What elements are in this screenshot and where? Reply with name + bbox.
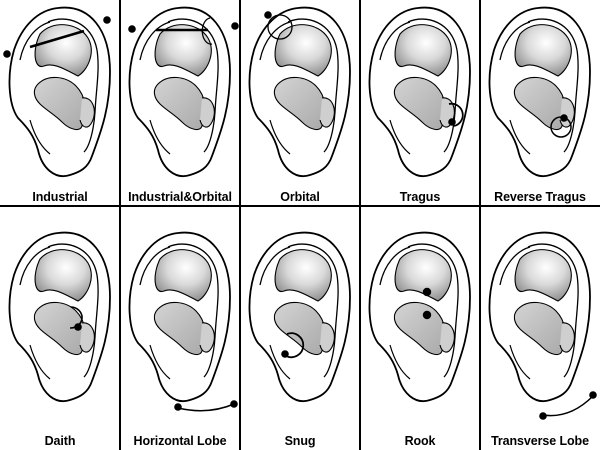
ear-horizontal-lobe-piercing-icon bbox=[128, 231, 238, 412]
ear-rook-piercing-icon bbox=[368, 231, 471, 403]
panel-label: Tragus bbox=[399, 190, 441, 204]
panel-label: Transverse Lobe bbox=[491, 434, 589, 448]
ear-orbital-piercing-icon bbox=[248, 6, 351, 178]
ear-transverse-lobe-piercing-icon bbox=[488, 231, 597, 420]
ear-industrial-orbital-piercing-icon bbox=[128, 6, 239, 178]
ear-reverse-tragus-piercing-icon bbox=[488, 6, 591, 178]
panel-transverse-lobe: Transverse Lobe bbox=[480, 225, 600, 450]
ear-daith-piercing-icon bbox=[8, 231, 111, 403]
panel-horizontal-lobe: Horizontal Lobe bbox=[120, 225, 240, 450]
ear-industrial-piercing-icon bbox=[3, 6, 111, 178]
ear-tragus-piercing-icon bbox=[368, 6, 471, 178]
panel-orbital: Orbital bbox=[240, 0, 360, 225]
panel-tragus: Tragus bbox=[360, 0, 480, 225]
panel-label: Orbital bbox=[280, 190, 320, 204]
panel-reverse-tragus: Reverse Tragus bbox=[480, 0, 600, 225]
grid-divider bbox=[119, 0, 121, 450]
panel-industrial: Industrial bbox=[0, 0, 120, 225]
panel-label: Industrial bbox=[32, 190, 88, 204]
grid-divider bbox=[479, 0, 481, 450]
grid-divider bbox=[0, 205, 600, 207]
panel-label: Horizontal Lobe bbox=[133, 434, 227, 448]
panel-label: Daith bbox=[44, 434, 76, 448]
panel-rook: Rook bbox=[360, 225, 480, 450]
panel-label: Industrial&Orbital bbox=[128, 190, 232, 204]
panel-label: Rook bbox=[404, 434, 436, 448]
grid-divider bbox=[359, 0, 361, 450]
panel-label: Snug bbox=[284, 434, 316, 448]
grid-divider bbox=[239, 0, 241, 450]
panel-daith: Daith bbox=[0, 225, 120, 450]
panel-snug: Snug bbox=[240, 225, 360, 450]
panel-industrial-orbital: Industrial&Orbital bbox=[120, 0, 240, 225]
panel-label: Reverse Tragus bbox=[494, 190, 586, 204]
ear-snug-piercing-icon bbox=[248, 231, 351, 403]
